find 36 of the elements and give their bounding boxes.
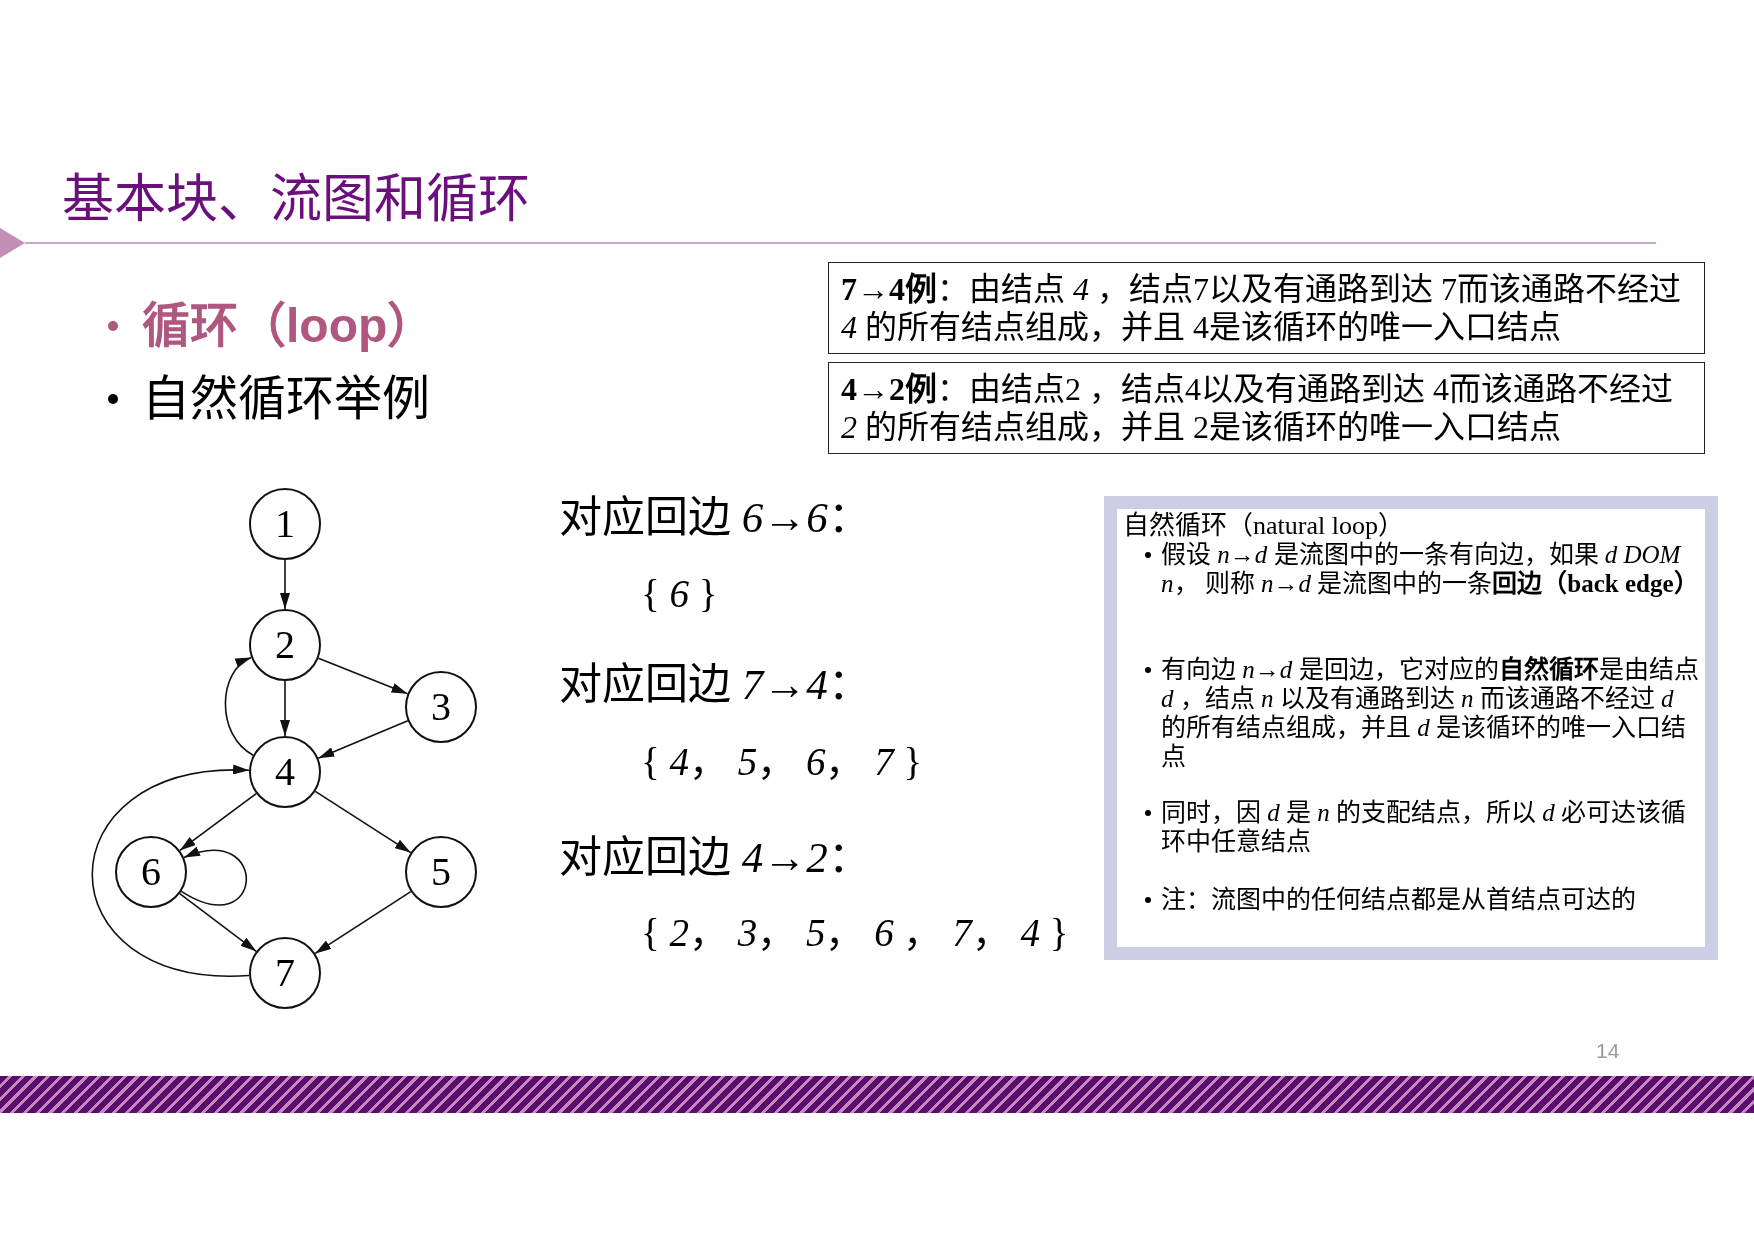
bullet-text: 有向边 n→d 是回边，它对应的自然循环是由结点 d ，结点 n 以及有通路到达 n 而该通路不经过 d 的所有结点组成，并且 d 是该循环的唯一入口结点 <box>1143 655 1701 771</box>
panel-heading: 自然循环（natural loop） <box>1123 511 1404 541</box>
node-set-text: { 6 } <box>641 571 718 617</box>
slide-title: 基本块、流图和循环 <box>62 169 530 230</box>
page-number: 14 <box>1596 1038 1620 1064</box>
graph-node: 3 <box>405 671 477 743</box>
node-set-text: { 4， 5， 6， 7 } <box>641 739 923 785</box>
graph-node: 7 <box>249 937 321 1009</box>
graph-node: 4 <box>249 736 321 808</box>
back-edge-text: 对应回边 6→6： <box>559 493 871 543</box>
arrow <box>314 890 412 955</box>
note-box: 4→2例：由结点2 ，结点4以及有通路到达 4而该通路不经过 2 的所有结点组成，并且 2是该循环的唯一入口结点 <box>828 362 1705 454</box>
arrow <box>180 848 248 906</box>
graph-node: 1 <box>249 488 321 560</box>
graph-node: 6 <box>115 836 187 908</box>
graph-node: 2 <box>249 609 321 681</box>
arrow <box>178 892 258 953</box>
note-box: 7→4例：由结点 4 ，结点7以及有通路到达 7而该通路不经过 4 的所有结点组成，并且 4是该循环的唯一入口结点 <box>828 262 1705 354</box>
bullet-text: 自然循环举例 <box>108 369 430 429</box>
graph-node: 5 <box>405 836 477 908</box>
bullet-text: 注：流图中的任何结点都是从首结点可达的 <box>1143 885 1701 914</box>
arrow <box>317 657 409 695</box>
arrow <box>280 680 290 737</box>
arrow <box>224 656 254 756</box>
back-edge-text: 对应回边 7→4： <box>559 660 871 710</box>
arrow <box>280 559 290 610</box>
bullet-text: 循环（loop） <box>108 296 436 356</box>
back-edge-text: 对应回边 4→2： <box>559 833 871 883</box>
arrow <box>91 765 250 977</box>
bullet-text: 假设 n→d 是流图中的一条有向边，如果 d DOM n， 则称 n→d 是流图中的一条回边（back edge） <box>1143 540 1701 598</box>
node-set-text: { 2， 3， 5， 6 ， 7， 4 } <box>641 910 1069 956</box>
arrow <box>179 792 257 852</box>
bullet-text: 同时，因 d 是 n 的支配结点，所以 d 必可达该循环中任意结点 <box>1143 798 1701 856</box>
arrow <box>317 720 409 759</box>
info-panel <box>1104 496 1718 960</box>
arrow <box>314 790 412 854</box>
